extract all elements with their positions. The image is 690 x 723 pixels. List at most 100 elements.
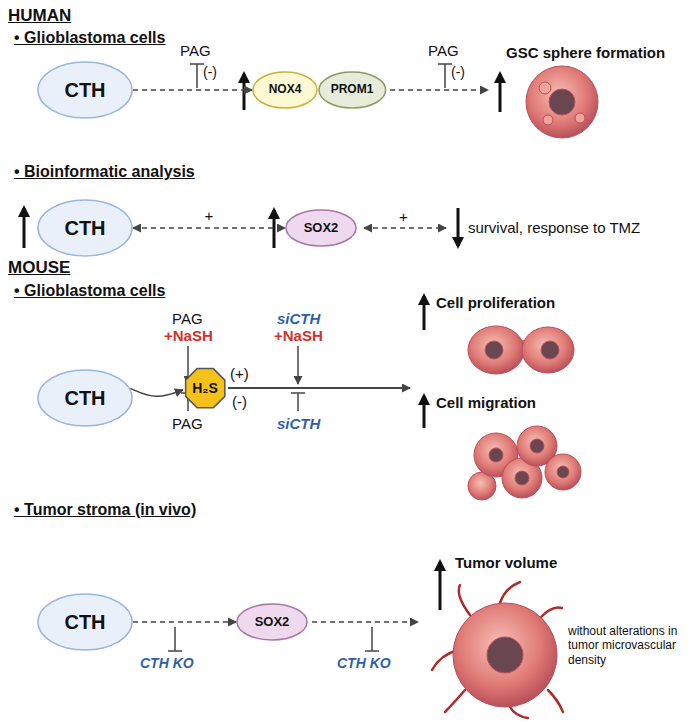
gsc-sphere [549,89,575,115]
increase-arrow [273,210,276,248]
gene-ellipse [253,72,317,108]
tumor-vessels [540,607,562,618]
molecule-octagon [185,368,224,407]
subsection-heading: • Glioblastoma cells [14,28,165,47]
tumor-vessels [445,690,465,712]
migrating-cells [530,439,544,453]
outcome-label: Cell proliferation [436,294,555,312]
gene-ellipse: NOX4 [252,71,318,109]
subsection-heading: • Bioinformatic analysis [14,162,195,181]
dividing-cells [485,341,503,359]
inhibition-line [371,627,373,651]
outcome-label: survival, response to TMZ [468,219,640,237]
increase-arrow [24,74,500,610]
drug-label: PAG [180,42,211,60]
sign-label: (-) [232,393,247,411]
section-heading: HUMAN [8,6,71,26]
gene-ellipse: SOX2 [285,209,357,247]
drug-label: PAG [172,415,203,433]
gene-ellipse: CTH [37,61,133,119]
effect-arrow [312,621,418,623]
inhibition-line [168,64,452,651]
donor-label: +NaSH [274,327,323,345]
edge-label: + [203,208,216,223]
increase-arrow [499,74,502,112]
node-text: CTH [64,611,105,634]
dividing-cells [468,326,524,374]
gsc-sphere [539,82,551,94]
dividing-cells [468,326,574,374]
outcome-label: GSC sphere formation [506,44,665,62]
node-text: CTH [64,217,105,240]
gene-ellipse: CTH [37,369,133,427]
subsection-heading: • Glioblastoma cells [14,281,165,300]
node-text: CTH [64,387,105,410]
tumor-vessels [432,582,563,718]
sign-label: (-) [203,64,217,81]
drug-label: PAG [428,42,459,60]
node-text: NOX4 [269,83,302,97]
tumor [453,603,557,707]
increase-arrow [423,396,426,428]
molecule-octagon: H₂S [183,366,227,410]
sign-label: (-) [451,64,465,81]
node-text: SOX2 [304,221,339,236]
gsc-sphere [575,113,585,123]
inhibition-line [174,627,176,651]
sign-label: + [399,208,408,226]
sign-label: (+) [230,365,249,383]
knockout-label: CTH KO [337,655,391,672]
tumor-vessels [510,707,528,718]
effect-arrow [228,387,410,389]
sirna-label: siCTH [277,415,320,433]
migrating-cells [489,448,503,462]
connector [133,89,252,91]
gene-ellipse: PROM1 [318,71,387,109]
migrating-cells [557,466,569,478]
increase-arrow [243,74,246,110]
tumor [453,603,557,707]
tumor [487,637,523,673]
inhibition-line [190,63,204,65]
increase-arrow [439,562,442,610]
gene-ellipse [286,210,356,246]
decrease-arrow [457,208,460,246]
knockout-label: CTH KO [140,655,194,672]
gene-ellipse [38,594,132,650]
gene-ellipse [38,370,132,426]
inhibition-line [365,650,379,652]
sirna-label: siCTH [277,310,320,328]
migrating-cells [515,471,529,485]
increase-arrow [423,296,426,330]
drug-label: PAG [172,310,203,328]
inhibition-line [291,392,305,394]
effect-arrow [188,90,488,622]
tumor-vessels [500,582,520,603]
gene-ellipse [38,200,132,256]
inhibition-line [438,63,452,65]
gene-ellipse [319,72,386,108]
gene-ellipse: CTH [37,199,133,257]
migrating-cells [468,426,581,500]
inhibition-line [168,650,182,652]
effect-arrow [297,346,299,384]
gene-ellipse [237,604,307,640]
gsc-sphere [526,66,598,138]
dividing-cells [541,341,559,359]
gene-ellipse: SOX2 [236,603,308,641]
node-text: SOX2 [255,615,290,630]
inhibition-line [297,393,299,411]
migrating-cells [545,454,581,490]
note-label: without alterations in tumor microvascul… [568,624,684,667]
connector [133,227,285,229]
inhibition-line [196,64,198,88]
effect-arrow [390,89,488,91]
decrease-arrow [457,208,460,246]
subsection-heading: • Tumor stroma (in vivo) [14,500,196,519]
node-text: H₂S [192,380,218,396]
inhibition-line [444,64,446,88]
connector [130,388,183,396]
connector [133,621,236,623]
section-heading: MOUSE [8,258,70,278]
